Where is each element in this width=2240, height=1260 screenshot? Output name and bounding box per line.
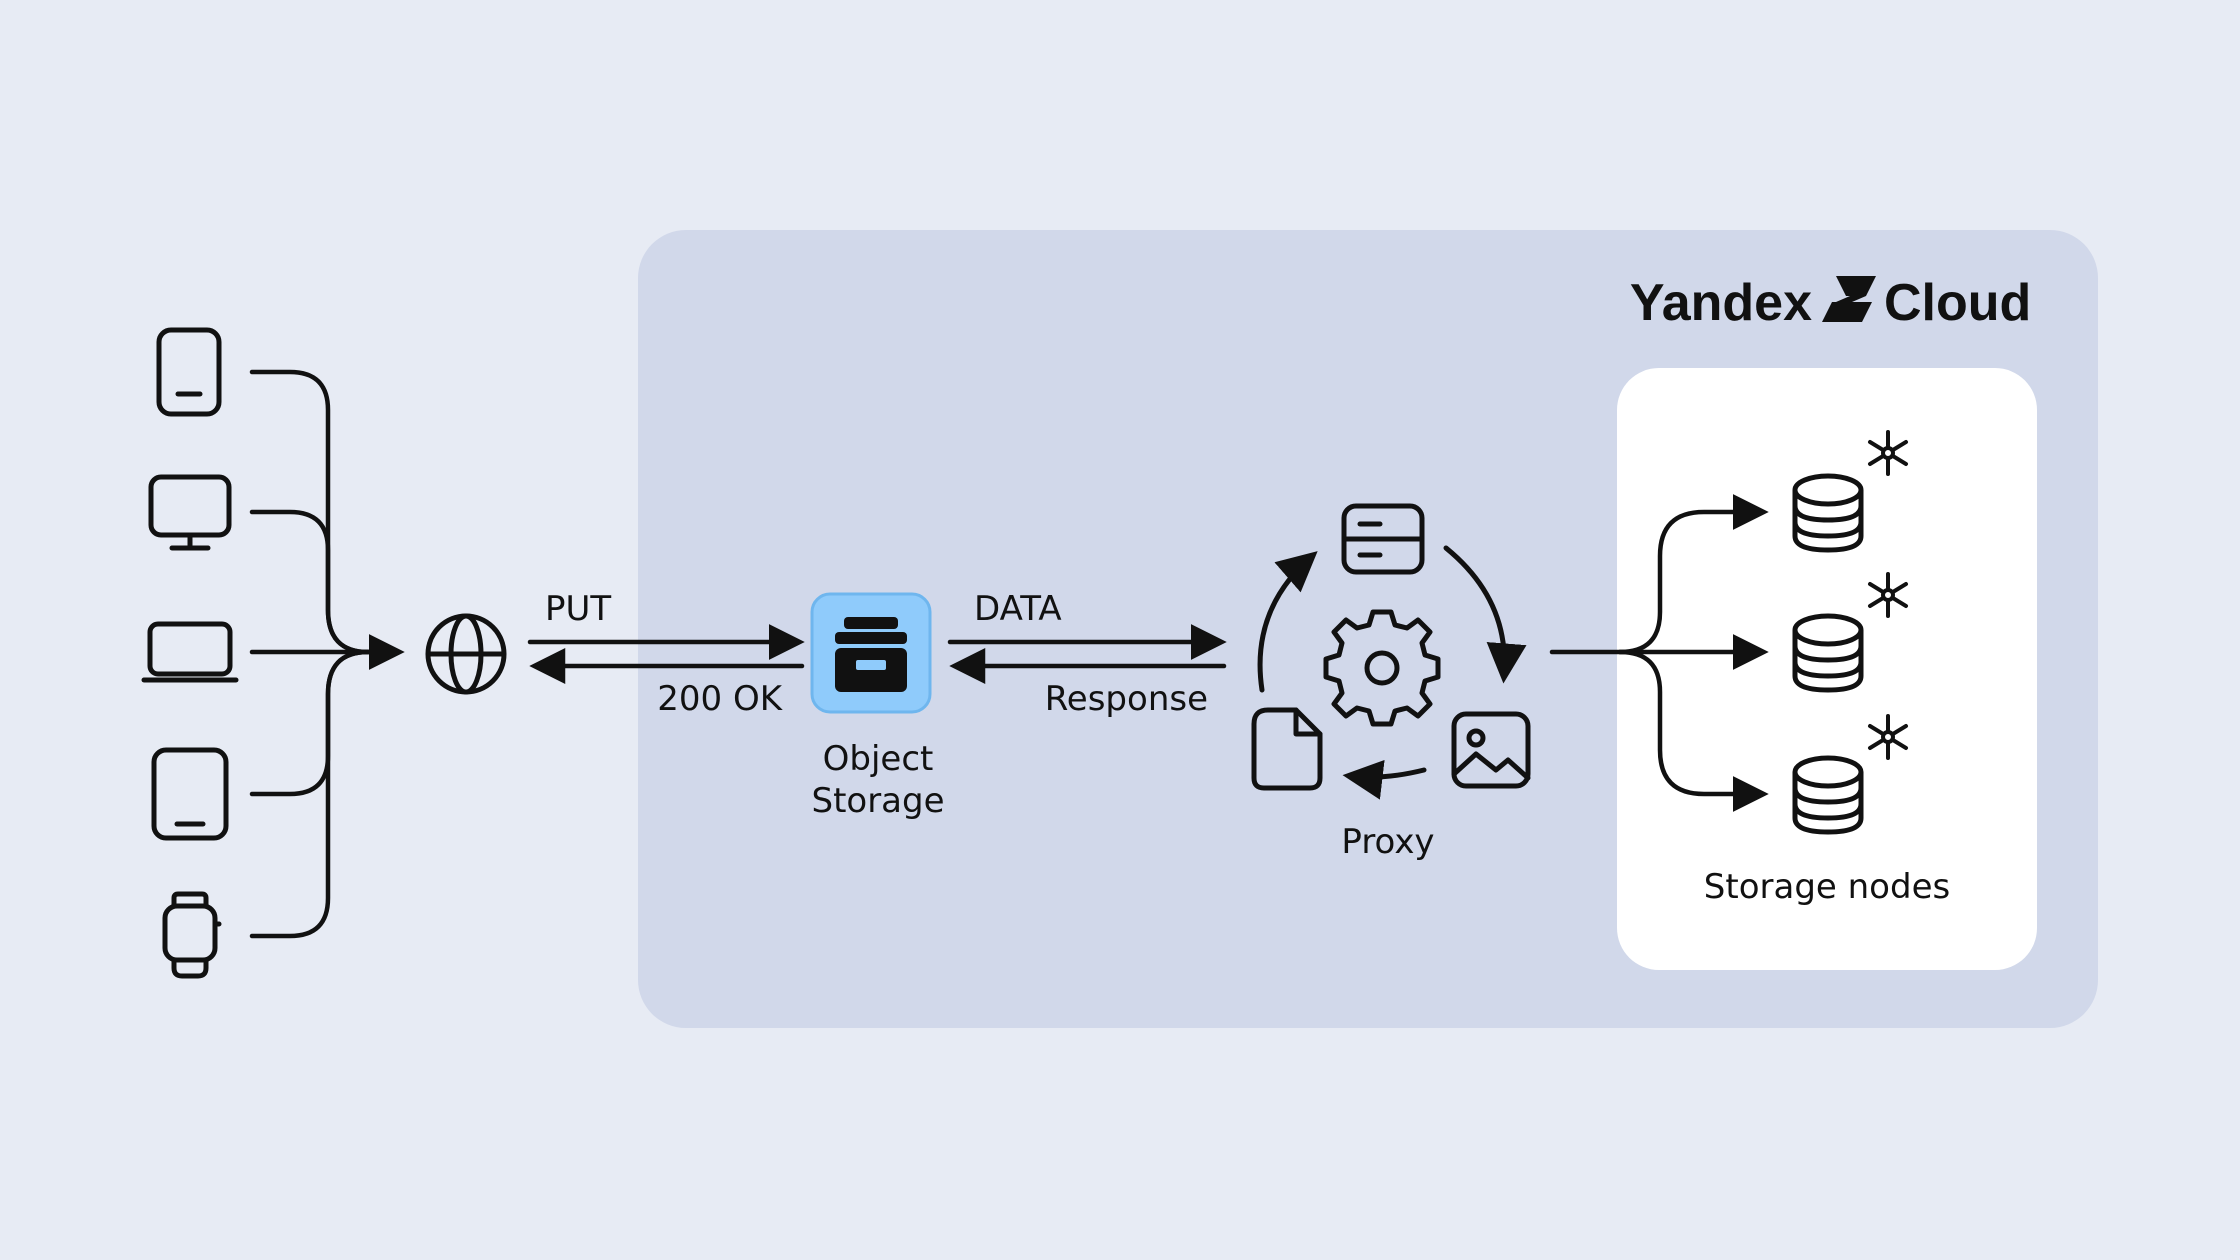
brand-name-right: Cloud <box>1884 274 2031 332</box>
archive-box-icon <box>835 617 907 692</box>
monitor-icon <box>148 474 232 551</box>
image-icon <box>1451 711 1531 789</box>
object-storage-label-line1: Object <box>823 739 934 779</box>
yandex-cloud-logo: Yandex Cloud <box>1630 274 2031 332</box>
yandex-cloud-mark-icon <box>1822 276 1876 322</box>
data-label: DATA <box>974 589 1062 629</box>
database-icon <box>1792 755 1864 835</box>
phone-icon <box>156 327 222 417</box>
brand-name-left: Yandex <box>1630 274 1812 332</box>
ok-label: 200 OK <box>657 679 783 719</box>
storage-nodes-label: Storage nodes <box>1704 867 1950 907</box>
document-icon <box>1251 707 1323 791</box>
database-icon <box>1792 613 1864 693</box>
object-storage-label-line2: Storage <box>811 781 944 821</box>
snowflake-icon <box>1868 572 1908 618</box>
laptop-icon <box>141 621 239 683</box>
card-icon <box>1341 503 1425 575</box>
snowflake-icon <box>1868 714 1908 760</box>
proxy-label: Proxy <box>1341 822 1434 862</box>
watch-icon <box>162 891 222 979</box>
storage-fan-out-connector <box>1549 494 1769 812</box>
storage-nodes-panel <box>1617 368 2037 970</box>
gear-icon <box>1323 609 1441 727</box>
object-storage-node: Object Storage <box>810 592 945 821</box>
globe-icon <box>425 613 507 695</box>
device-fan-in-connector <box>249 369 405 939</box>
response-label: Response <box>1045 679 1208 719</box>
snowflake-icon <box>1868 430 1908 476</box>
database-icon <box>1792 473 1864 553</box>
tablet-icon <box>151 747 229 841</box>
put-label: PUT <box>545 589 611 629</box>
proxy-cycle: Proxy <box>1251 503 1531 862</box>
proxy-cycle-arrows <box>1257 545 1527 800</box>
